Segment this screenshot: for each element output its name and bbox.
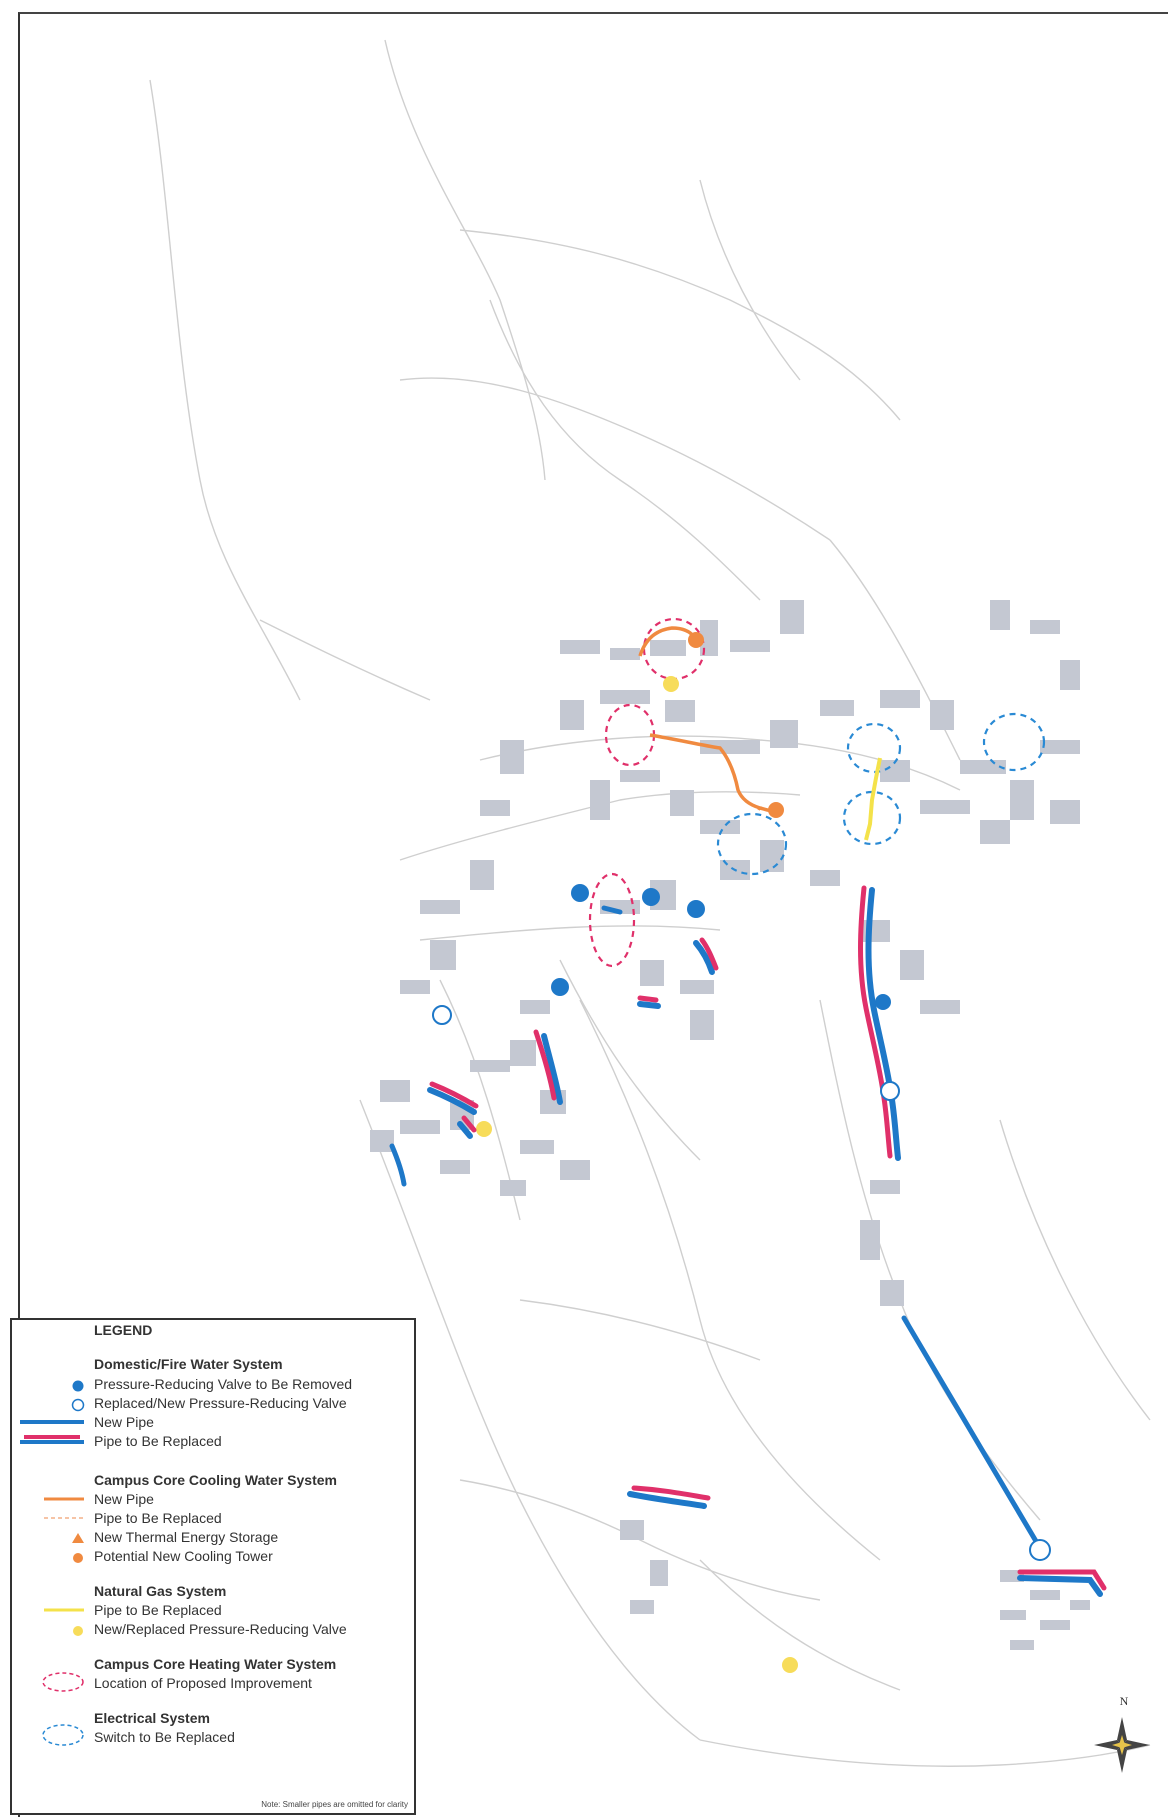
legend-heading-domestic-water: Domestic/Fire Water System [94,1356,283,1372]
legend-item-cooling-new-pipe: New Pipe [94,1491,154,1507]
legend-heading-cooling-water: Campus Core Cooling Water System [94,1472,337,1488]
red-dashed-ellipse-icon [42,1672,84,1692]
legend-item-water-new-pipe: New Pipe [94,1414,154,1430]
legend-note: Note: Smaller pipes are omitted for clar… [261,1800,408,1809]
orange-circle-icon [73,1553,83,1563]
legend-item-prv-remove: Pressure-Reducing Valve to Be Removed [94,1376,353,1392]
north-label: N [1120,1694,1129,1708]
legend-item-gas-replace: Pipe to Be Replaced [94,1602,222,1618]
orange-triangle-icon [72,1533,84,1543]
legend-heading-natural-gas: Natural Gas System [94,1583,227,1599]
yellow-circle-icon [73,1626,83,1636]
open-blue-circle-icon [71,1398,85,1412]
cooling-tower-markers[interactable] [688,632,784,818]
red-blue-line-icon [20,1435,84,1444]
legend-title: LEGEND [94,1322,153,1338]
legend-item-heating-location: Location of Proposed Improvement [94,1675,312,1691]
legend-item-thermal-storage: New Thermal Energy Storage [94,1529,279,1545]
legend-box: LEGEND Domestic/Fire Water System Pressu… [10,1318,416,1815]
orange-line-icon [44,1497,84,1501]
legend-item-prv-new: Replaced/New Pressure-Reducing Valve [94,1395,347,1411]
legend-item-water-replace: Pipe to Be Replaced [94,1433,222,1449]
blue-line-icon [20,1420,84,1424]
water-pipes-to-replace[interactable] [427,885,1107,1597]
legend-item-electrical-switch: Switch to Be Replaced [94,1729,235,1745]
legend-item-cooling-replace: Pipe to Be Replaced [94,1510,222,1526]
gas-valve-markers[interactable] [476,676,798,1673]
legend-heading-electrical: Electrical System [94,1710,210,1726]
map-frame [18,12,1168,1817]
legend-heading-heating-water: Campus Core Heating Water System [94,1656,337,1672]
water-new-pipes[interactable] [389,905,1043,1551]
prv-remove-markers[interactable] [551,884,891,1010]
legend-item-cooling-tower: Potential New Cooling Tower [94,1548,273,1564]
compass-rose-icon [1094,1717,1150,1773]
cooling-pipe-to-replace[interactable] [743,799,761,811]
orange-dashed-line-icon [44,1517,84,1519]
prv-new-markers[interactable] [432,1005,1051,1561]
legend-item-gas-valve: New/Replaced Pressure-Reducing Valve [94,1621,347,1637]
filled-blue-circle-icon [72,1380,84,1392]
gas-pipe-to-replace[interactable] [864,757,882,841]
blue-dashed-ellipse-icon [42,1724,84,1746]
yellow-line-icon [44,1608,84,1612]
